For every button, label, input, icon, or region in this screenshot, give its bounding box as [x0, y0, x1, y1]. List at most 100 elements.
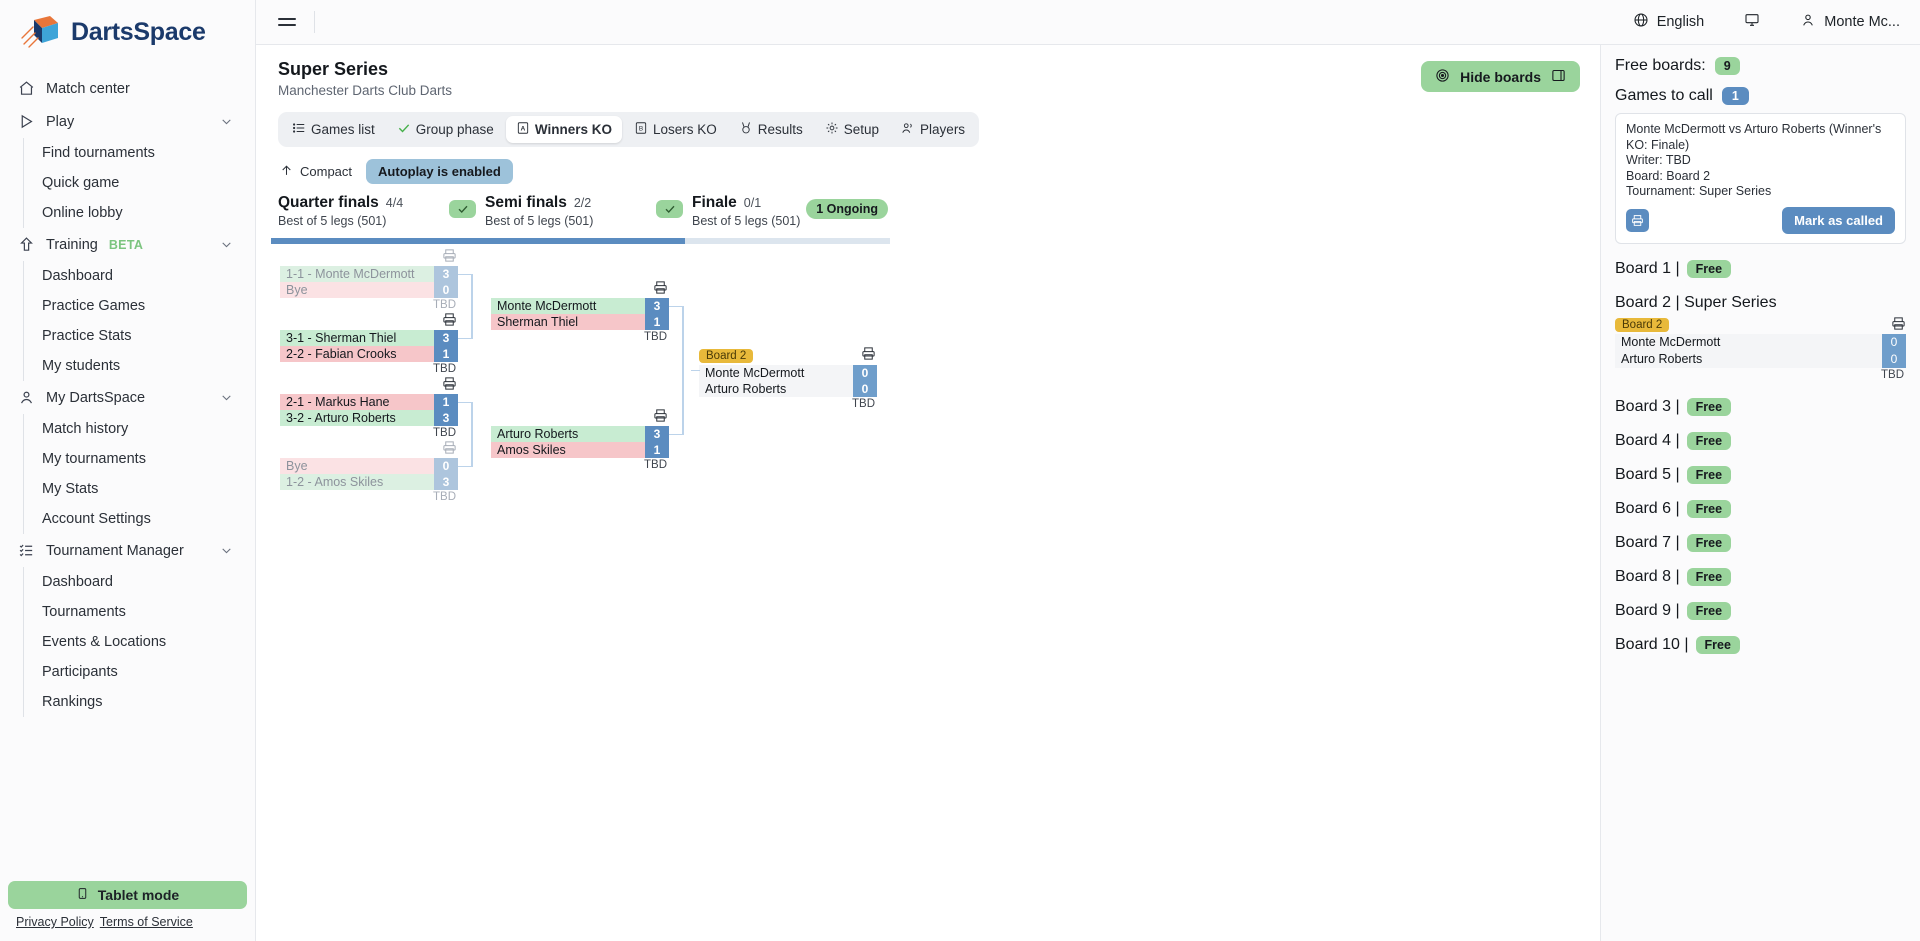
training-icon	[18, 236, 35, 253]
print-icon[interactable]	[442, 248, 457, 263]
match-card[interactable]: Board 2 Monte McDermott 0 Arturo Roberts…	[699, 346, 877, 411]
terms-of-service-link[interactable]: Terms of Service	[99, 915, 193, 929]
round-title: Quarter finals	[278, 194, 379, 211]
sidebar-item-tournament-manager[interactable]: Tournament Manager	[0, 534, 255, 567]
board-label: Board 6 |	[1615, 499, 1680, 517]
round-progress	[478, 238, 685, 244]
tablet-mode-button[interactable]: Tablet mode	[8, 881, 247, 909]
player-score: 0	[1882, 333, 1906, 351]
bracket-b-icon: B	[634, 121, 648, 138]
match-card[interactable]: Arturo Roberts 3 Amos Skiles 1 TBD	[491, 409, 669, 472]
round-progress	[271, 238, 478, 244]
autoplay-toggle[interactable]: Autoplay is enabled	[366, 159, 513, 184]
player-name: 1-2 - Amos Skiles	[280, 474, 434, 490]
print-icon[interactable]	[1891, 316, 1906, 331]
match-row: Arturo Roberts 3	[491, 426, 669, 442]
player-name: Monte McDermott	[1621, 335, 1721, 349]
sidebar-item-account-settings[interactable]: Account Settings	[42, 511, 151, 527]
round-complete-badge	[656, 200, 683, 218]
board-row[interactable]: Board 5 | Free	[1615, 465, 1906, 484]
board-row[interactable]: Board 8 | Free	[1615, 567, 1906, 586]
language-selector[interactable]: English	[1633, 12, 1704, 32]
sidebar-item-rankings[interactable]: Rankings	[42, 694, 103, 710]
sidebar-item-events-locations[interactable]: Events & Locations	[42, 634, 167, 650]
svg-text:A: A	[521, 126, 526, 133]
compact-button[interactable]: Compact	[278, 160, 354, 184]
mark-as-called-button[interactable]: Mark as called	[1782, 206, 1895, 234]
sidebar-item-my-students[interactable]: My students	[42, 358, 121, 374]
tab-results[interactable]: Results	[729, 116, 813, 143]
player-name: 2-1 - Markus Hane	[280, 394, 434, 410]
sidebar-item-my-stats[interactable]: My Stats	[42, 481, 99, 497]
privacy-policy-link[interactable]: Privacy Policy	[16, 915, 94, 929]
sidebar-item-my-tournaments[interactable]: My tournaments	[42, 451, 146, 467]
menu-toggle-button[interactable]	[274, 9, 300, 35]
sidebar-item-practice-games[interactable]: Practice Games	[42, 298, 146, 314]
printer-icon[interactable]	[1626, 208, 1649, 232]
board-row[interactable]: Board 2 | Super Series Board 2 Monte McD…	[1615, 294, 1906, 382]
board-row[interactable]: Board 10 | Free	[1615, 635, 1906, 654]
board-tag: Board 2	[699, 349, 754, 363]
sidebar-item-online-lobby[interactable]: Online lobby	[42, 205, 123, 221]
sidebar-item-training-dashboard[interactable]: Dashboard	[42, 268, 113, 284]
tab-label: Group phase	[415, 122, 494, 137]
board-match[interactable]: Board 2 Monte McDermott 0 Arturo Roberts…	[1615, 315, 1906, 382]
board-row[interactable]: Board 6 | Free	[1615, 499, 1906, 518]
tab-label: Losers KO	[652, 122, 717, 137]
match-card[interactable]: Bye 0 1-2 - Amos Skiles 3 TBD	[280, 441, 458, 504]
sidebar-item-find-tournaments[interactable]: Find tournaments	[42, 145, 155, 161]
board-row[interactable]: Board 4 | Free	[1615, 431, 1906, 450]
sidebar-item-practice-stats[interactable]: Practice Stats	[42, 328, 132, 344]
sidebar-item-training[interactable]: Training BETA	[0, 228, 255, 261]
tab-group-phase[interactable]: Group phase	[387, 116, 504, 143]
user-menu[interactable]: Monte Mc...	[1800, 12, 1900, 32]
sidebar-item-tm-dashboard[interactable]: Dashboard	[42, 574, 113, 590]
player-name: 3-2 - Arturo Roberts	[280, 410, 434, 426]
sidebar-item-match-history[interactable]: Match history	[42, 421, 129, 437]
round-count: 2/2	[573, 196, 592, 210]
tab-losers-ko[interactable]: B Losers KO	[624, 116, 727, 143]
round-header: Semi finals 2/2 Best of 5 legs (501)	[449, 194, 685, 236]
print-icon[interactable]	[442, 312, 457, 327]
round-count: 0/1	[743, 196, 762, 210]
tab-setup[interactable]: Setup	[815, 116, 889, 143]
sidebar: DartsSpace Match center Play	[0, 0, 256, 941]
svg-text:B: B	[639, 126, 643, 133]
brand[interactable]: DartsSpace	[0, 0, 255, 66]
topbar: English Monte Mc...	[256, 0, 1920, 45]
board-row[interactable]: Board 7 | Free	[1615, 533, 1906, 552]
board-label: Board 5 |	[1615, 465, 1680, 483]
player-name: Arturo Roberts	[1621, 352, 1703, 366]
status-badge: 1 Ongoing	[806, 199, 888, 219]
sidebar-item-match-center[interactable]: Match center	[0, 72, 255, 105]
sidebar-item-my-dartsspace[interactable]: My DartsSpace	[0, 381, 255, 414]
player-score: 3	[434, 330, 458, 346]
round-format: Best of 5 legs (501)	[485, 214, 594, 228]
match-card[interactable]: Monte McDermott 3 Sherman Thiel 1 TBD	[491, 281, 669, 344]
match-card[interactable]: 2-1 - Markus Hane 1 3-2 - Arturo Roberts…	[280, 377, 458, 440]
arrow-up-icon	[280, 164, 293, 180]
board-row[interactable]: Board 9 | Free	[1615, 601, 1906, 620]
game-to-call-card[interactable]: Monte McDermott vs Arturo Roberts (Winne…	[1615, 113, 1906, 244]
tab-games-list[interactable]: Games list	[282, 116, 385, 143]
print-icon[interactable]	[442, 440, 457, 455]
sidebar-item-play[interactable]: Play	[0, 105, 255, 138]
print-icon[interactable]	[442, 376, 457, 391]
print-icon[interactable]	[653, 280, 668, 295]
match-card[interactable]: 3-1 - Sherman Thiel 3 2-2 - Fabian Crook…	[280, 313, 458, 376]
screen-mode-button[interactable]	[1744, 12, 1760, 32]
print-icon[interactable]	[653, 408, 668, 423]
board-label: Board 8 |	[1615, 567, 1680, 585]
match-card[interactable]: 1-1 - Monte McDermott 3 Bye 0 TBD	[280, 249, 458, 312]
board-row[interactable]: Board 1 | Free	[1615, 259, 1906, 278]
print-icon[interactable]	[861, 346, 876, 361]
tab-winners-ko[interactable]: A Winners KO	[505, 116, 622, 143]
board-row[interactable]: Board 3 | Free	[1615, 397, 1906, 416]
sidebar-item-tournaments[interactable]: Tournaments	[42, 604, 126, 620]
sidebar-item-participants[interactable]: Participants	[42, 664, 118, 680]
sidebar-item-quick-game[interactable]: Quick game	[42, 175, 120, 191]
hide-boards-button[interactable]: Hide boards	[1421, 61, 1580, 92]
tab-players[interactable]: Players	[891, 116, 975, 143]
board-label: Board 4 |	[1615, 431, 1680, 449]
medal-icon	[739, 121, 753, 138]
